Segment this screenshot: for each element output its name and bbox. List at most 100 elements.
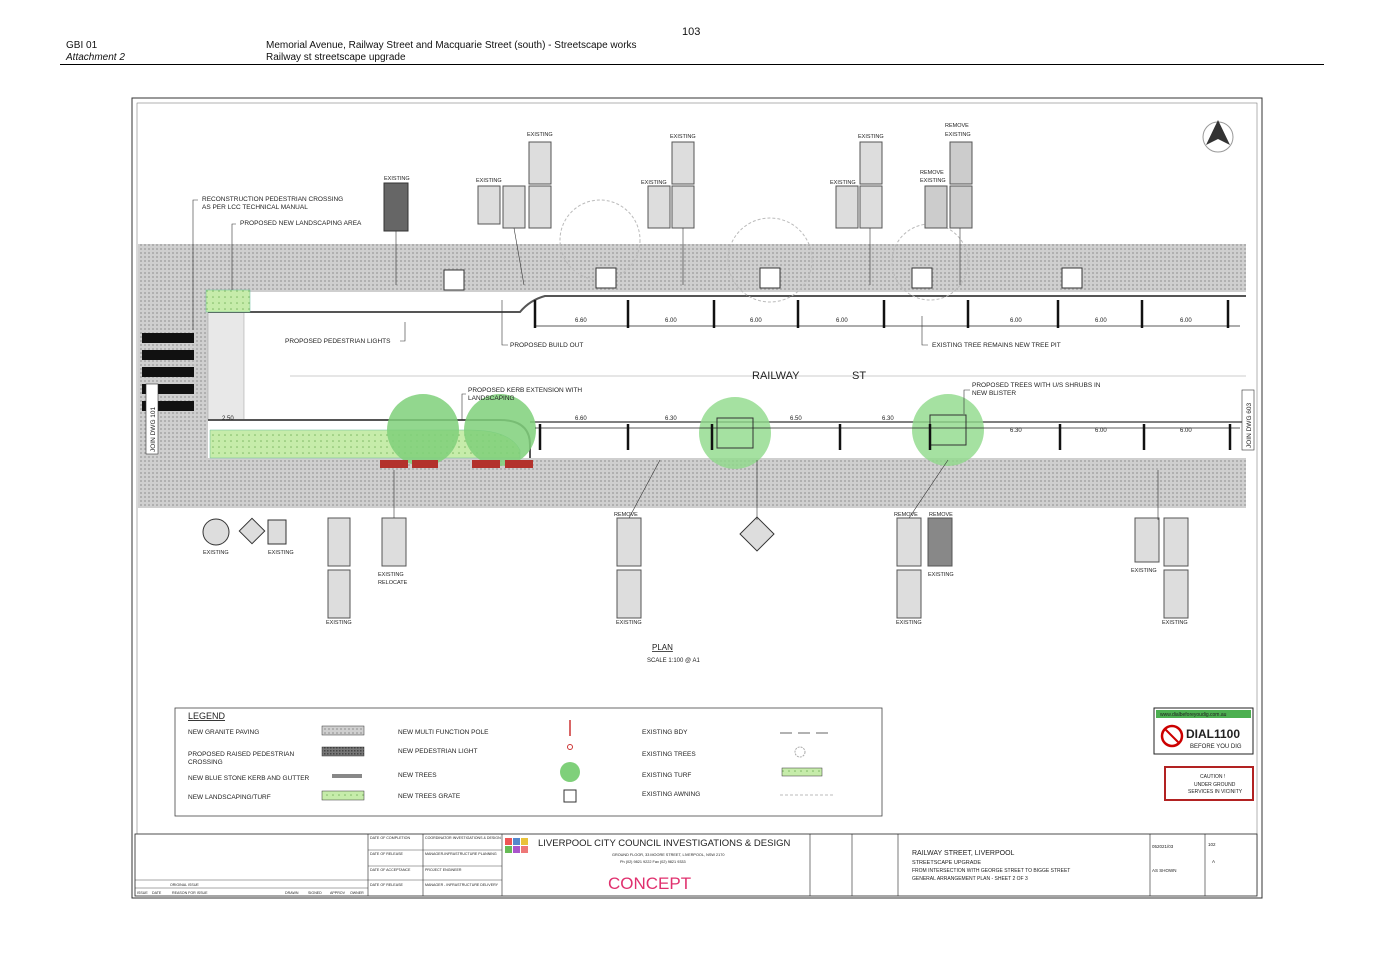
crossing-stripe — [142, 401, 194, 411]
svg-text:REMOVE: REMOVE — [614, 512, 638, 518]
planter — [412, 460, 438, 468]
sign-remove — [616, 517, 642, 567]
svg-text:REMOVE: REMOVE — [929, 512, 953, 518]
svg-text:REASON FOR ISSUE: REASON FOR ISSUE — [172, 891, 208, 895]
legend-swatches — [321, 720, 834, 803]
svg-text:www.dialbeforeyoudig.com.au: www.dialbeforeyoudig.com.au — [1160, 712, 1227, 718]
svg-text:EXISTING: EXISTING — [928, 572, 954, 578]
sign-remove — [949, 185, 973, 229]
sign-leaders — [393, 227, 1159, 520]
svg-text:EXISTING: EXISTING — [326, 620, 352, 626]
dimension-250: 2.50 — [222, 416, 234, 422]
crossing-stripe — [142, 333, 194, 343]
street-name-railway: RAILWAY — [752, 370, 800, 382]
legend-box — [174, 707, 883, 817]
attachment-label: Attachment 2 — [66, 52, 125, 63]
swatch-tree-grate — [563, 789, 577, 803]
svg-text:BEFORE YOU DIG: BEFORE YOU DIG — [1190, 744, 1242, 750]
svg-text:6.00: 6.00 — [750, 318, 762, 324]
crossing-stripe — [142, 384, 194, 394]
sign-existing — [327, 517, 351, 567]
svg-text:RELOCATE: RELOCATE — [378, 580, 408, 586]
svg-text:RAILWAY STREET, LIVERPOOL: RAILWAY STREET, LIVERPOOL — [912, 850, 1015, 857]
legend-title: LEGEND — [188, 711, 226, 721]
svg-text:6.30: 6.30 — [882, 416, 894, 422]
svg-text:6.00: 6.00 — [665, 318, 677, 324]
crossing-stripe — [142, 367, 194, 377]
sign-existing-warning — [739, 516, 775, 552]
svg-text:CROSSING: CROSSING — [188, 759, 223, 766]
north-pole-ticks — [533, 300, 1230, 328]
svg-text:APPROV: APPROV — [330, 891, 346, 895]
sign-existing — [528, 141, 552, 185]
planter — [505, 460, 533, 468]
svg-text:6.00: 6.00 — [836, 318, 848, 324]
sign-existing — [502, 185, 526, 229]
sign-remove — [896, 517, 922, 567]
svg-text:OWNER: OWNER — [350, 891, 364, 895]
sign-remove — [616, 569, 642, 619]
existing-tree — [727, 217, 813, 303]
south-pole-ticks — [538, 424, 1232, 450]
swatch-existing-tree — [794, 746, 806, 758]
svg-text:ISSUE: ISSUE — [137, 891, 148, 895]
sign-existing — [1163, 517, 1189, 567]
svg-text:DRAWN: DRAWN — [285, 891, 299, 895]
svg-text:EXISTING: EXISTING — [203, 550, 229, 556]
svg-text:EXISTING: EXISTING — [1162, 620, 1188, 626]
swatch-existing-turf — [781, 767, 823, 777]
tree-grate — [443, 269, 465, 291]
svg-text:EXISTING: EXISTING — [268, 550, 294, 556]
svg-text:DATE OF RELEASE: DATE OF RELEASE — [370, 883, 403, 887]
callout-crossing: RECONSTRUCTION PEDESTRIAN CROSSING — [202, 196, 343, 203]
new-tree — [699, 397, 771, 469]
sign-existing — [647, 185, 671, 229]
callout-tree-remains: EXISTING TREE REMAINS NEW TREE PIT — [932, 342, 1061, 349]
svg-text:EXISTING AWNING: EXISTING AWNING — [642, 791, 700, 798]
svg-text:MANAGER-INFRASTRUCTURE PLANNIN: MANAGER-INFRASTRUCTURE PLANNING — [425, 852, 497, 856]
svg-text:EXISTING BDY: EXISTING BDY — [642, 729, 688, 736]
svg-text:6.60: 6.60 — [575, 318, 587, 324]
title-block-fields: DATE OF COMPLETION COORDINATOR INVESTIGA… — [137, 836, 501, 895]
callout-leaders — [192, 199, 970, 420]
sign-remove — [927, 517, 953, 567]
sign-existing — [671, 141, 695, 185]
tree-grate — [1061, 267, 1083, 289]
north-tree-grates — [443, 267, 1083, 291]
svg-text:EXISTING: EXISTING — [896, 620, 922, 626]
svg-text:REMOVE: REMOVE — [945, 123, 969, 129]
page-number: 103 — [682, 26, 701, 38]
svg-text:6.00: 6.00 — [1180, 318, 1192, 324]
callout-build-out: PROPOSED BUILD OUT — [510, 342, 583, 349]
sign-existing-round — [202, 518, 230, 546]
dial-before-you-dig: www.dialbeforeyoudig.com.au DIAL1100 BEF… — [1153, 707, 1254, 755]
caution-box: CAUTION ! UNDER GROUND SERVICES IN VICIN… — [1164, 766, 1254, 801]
svg-text:STREETSCAPE UPGRADE: STREETSCAPE UPGRADE — [912, 860, 981, 866]
svg-text:NEW MULTI FUNCTION POLE: NEW MULTI FUNCTION POLE — [398, 729, 489, 736]
tree-grate — [595, 267, 617, 289]
sign-existing — [835, 185, 859, 229]
status-concept: CONCEPT — [608, 874, 691, 893]
drawing-numbers: 052021/03 102 A AS SHOWN — [1152, 842, 1216, 873]
svg-text:FROM INTERSECTION WITH GEORGE: FROM INTERSECTION WITH GEORGE STREET TO … — [912, 868, 1070, 874]
project-title: Memorial Avenue, Railway Street and Macq… — [266, 40, 637, 51]
svg-text:DIAL1100: DIAL1100 — [1186, 727, 1240, 741]
svg-text:MANAGER - INFRASTRUCTURE DELIV: MANAGER - INFRASTRUCTURE DELIVERY — [425, 883, 499, 887]
header-rule — [60, 64, 1324, 65]
sign-existing — [267, 519, 287, 545]
callout-proposed-trees-2: NEW BLISTER — [972, 390, 1016, 397]
svg-text:NEW TREES GRATE: NEW TREES GRATE — [398, 793, 461, 800]
svg-text:REMOVE: REMOVE — [894, 512, 918, 518]
svg-text:SERVICES IN VICINITY: SERVICES IN VICINITY — [1188, 789, 1243, 795]
svg-text:6.00: 6.00 — [1010, 318, 1022, 324]
new-tree — [464, 394, 536, 466]
svg-text:6.60: 6.60 — [575, 416, 587, 422]
svg-text:EXISTING TURF: EXISTING TURF — [642, 772, 691, 779]
south-sign-labels: EXISTING EXISTING EXISTING EXISTING RELO… — [203, 512, 1188, 626]
north-sign-labels: EXISTING EXISTING EXISTING EXISTING EXIS… — [384, 123, 971, 186]
svg-text:PROPOSED RAISED PEDESTRIAN: PROPOSED RAISED PEDESTRIAN — [188, 751, 294, 758]
new-tree — [912, 394, 984, 466]
svg-text:SIGNED: SIGNED — [308, 891, 322, 895]
svg-text:6.30: 6.30 — [1010, 428, 1022, 434]
swatch-kerb — [332, 774, 362, 778]
